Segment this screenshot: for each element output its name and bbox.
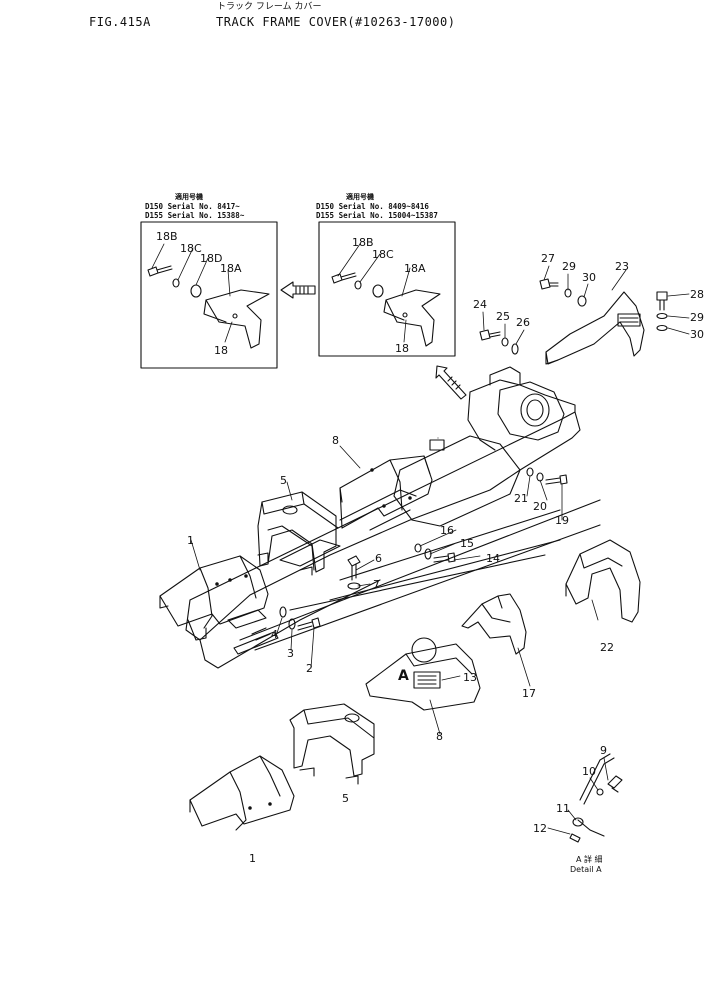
cover-22 [565, 539, 641, 623]
callout-18b-left: 18B [156, 230, 178, 243]
callout-21: 21 [514, 492, 528, 505]
inset-left-heading: 適用号機 [175, 193, 203, 201]
callout-6: 6 [375, 552, 382, 565]
inset-right-heading: 適用号機 [346, 193, 374, 201]
callout-1-lower: 1 [249, 852, 256, 865]
inset-left-box [140, 221, 278, 369]
callout-15: 15 [460, 537, 474, 550]
callout-18-right: 18 [395, 342, 409, 355]
callout-18a-right: 18A [404, 262, 426, 275]
callout-11: 11 [556, 802, 570, 815]
callout-27: 27 [541, 252, 555, 265]
callout-18-left: 18 [214, 344, 228, 357]
callout-10: 10 [582, 765, 596, 778]
callout-24: 24 [473, 298, 487, 311]
callout-29-right: 29 [690, 311, 704, 324]
callout-20: 20 [533, 500, 547, 513]
callout-18a-left: 18A [220, 262, 242, 275]
track-frame [185, 366, 601, 669]
mark-a-label: A [398, 668, 409, 684]
callout-5-lower: 5 [342, 792, 349, 805]
callout-30-left: 30 [582, 271, 596, 284]
callout-7: 7 [373, 578, 380, 591]
cover-1-upper [159, 555, 269, 641]
inset-left-serial-2: D155 Serial No. 15388~ [145, 211, 245, 220]
bolt-14-15-16 [414, 543, 456, 563]
callout-8-lower: 8 [436, 730, 443, 743]
japanese-title: トラック フレーム カバー [217, 2, 322, 12]
callout-18c-right: 18C [372, 248, 394, 261]
callout-17: 17 [522, 687, 536, 700]
callout-14: 14 [486, 552, 500, 565]
cover-17 [461, 593, 527, 655]
callout-22: 22 [600, 641, 614, 654]
detail-a-hardware [569, 753, 623, 843]
callout-18b-right: 18B [352, 236, 374, 249]
callout-19: 19 [555, 514, 569, 527]
callout-5-upper: 5 [280, 474, 287, 487]
bolt-6-7 [347, 555, 361, 590]
inset-right-serial-2: D155 Serial No. 15004~15387 [316, 211, 438, 220]
leader-lines [151, 243, 690, 835]
callout-3: 3 [287, 647, 294, 660]
cover-1-lower [189, 755, 295, 831]
callout-28: 28 [690, 288, 704, 301]
cover-8-lower: A [365, 637, 481, 711]
cover-8-upper [339, 455, 433, 529]
callout-2: 2 [306, 662, 313, 675]
inset-right-box [318, 221, 456, 357]
detail-label-jp: A 詳 細 [576, 855, 603, 864]
callout-18d: 18D [200, 252, 222, 265]
callout-26: 26 [516, 316, 530, 329]
guard-5-upper [257, 491, 339, 576]
callout-9: 9 [600, 744, 607, 757]
callout-25: 25 [496, 310, 510, 323]
callout-4: 4 [271, 628, 278, 641]
figure-number: FIG.415A [89, 15, 151, 29]
inset-direction-arrow [280, 281, 316, 299]
inset-left-serial-1: D150 Serial No. 8417~ [145, 202, 240, 211]
callout-12: 12 [533, 822, 547, 835]
callout-18c-left: 18C [180, 242, 202, 255]
bolt-2-3-4 [279, 606, 321, 631]
hardware-24-30 [479, 278, 668, 355]
callout-29-left: 29 [562, 260, 576, 273]
detail-label-en: Detail A [570, 865, 602, 874]
page-title: TRACK FRAME COVER(#10263-17000) [216, 15, 456, 29]
cover-23 [545, 291, 645, 365]
inset-right-serial-1: D150 Serial No. 8409~8416 [316, 202, 429, 211]
callout-16: 16 [440, 524, 454, 537]
callout-numbers: 18B 18C 18D 18A 18 18B 18C 18A 18 1 1 2 … [156, 230, 704, 865]
assembly-arrow [435, 365, 467, 400]
callout-30-right: 30 [690, 328, 704, 341]
callout-8-upper: 8 [332, 434, 339, 447]
bolt-19-20-21 [526, 467, 568, 485]
callout-23: 23 [615, 260, 629, 273]
callout-1-upper: 1 [187, 534, 194, 547]
callout-13: 13 [463, 671, 477, 684]
guard-5-lower [289, 703, 375, 785]
